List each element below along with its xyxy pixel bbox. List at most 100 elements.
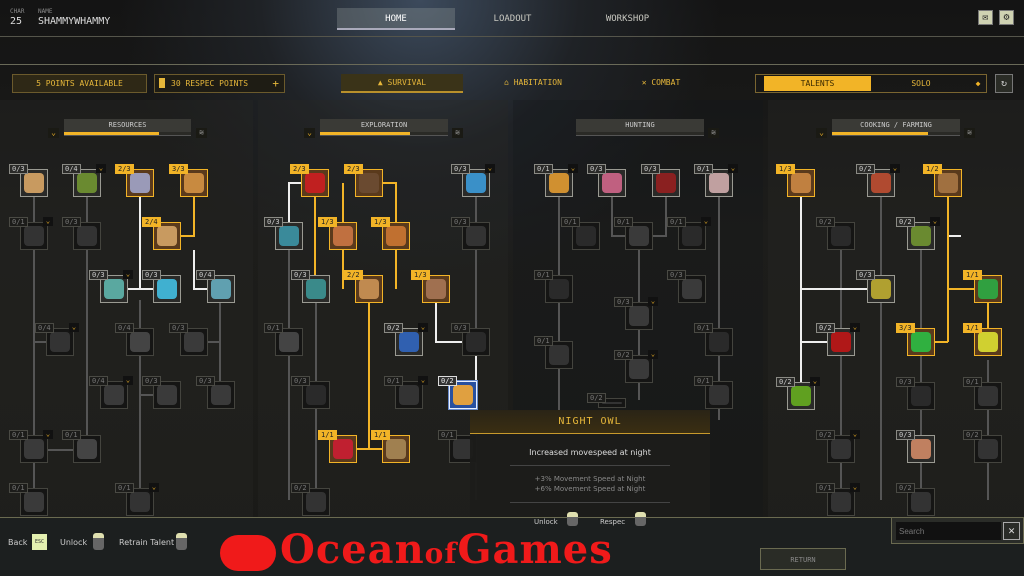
blood-icon — [831, 332, 851, 352]
talent-node[interactable]: 0/1⌄ — [667, 217, 711, 250]
talent-node[interactable]: 0/3 — [641, 164, 680, 197]
talent-node[interactable]: 0/4 — [115, 323, 154, 356]
talent-node[interactable]: 0/2⌄ — [856, 164, 900, 197]
talent-node[interactable]: 2/3 — [290, 164, 329, 197]
chevron-down-icon[interactable]: ⌄ — [304, 128, 315, 138]
search-input[interactable] — [896, 522, 1001, 540]
tab-home[interactable]: HOME — [337, 8, 455, 30]
talent-node[interactable]: 0/1 — [9, 483, 48, 516]
talent-rank: 0/1 — [384, 376, 403, 386]
talent-node[interactable]: 0/2⌄ — [776, 377, 820, 410]
talent-node[interactable]: 0/3 — [587, 164, 626, 197]
talent-node[interactable]: 0/1 — [62, 430, 101, 463]
talent-node[interactable]: 1/2 — [923, 164, 962, 197]
talent-node[interactable]: 0/1 — [534, 336, 573, 369]
talent-node[interactable]: 0/3 — [142, 376, 181, 409]
talent-node[interactable]: 2/4 — [142, 217, 181, 250]
watermark-text: Ocean — [280, 526, 425, 573]
talent-node[interactable]: 0/2⌄ — [816, 323, 860, 356]
talent-node[interactable]: 1/1 — [371, 430, 410, 463]
talent-node[interactable]: 0/3 — [9, 164, 48, 197]
talent-node[interactable]: 0/3 — [196, 376, 235, 409]
talent-node[interactable]: 0/3 — [291, 270, 330, 303]
tab-workshop[interactable]: WORKSHOP — [605, 14, 650, 24]
talent-node[interactable]: 0/3 — [896, 377, 935, 410]
talent-node[interactable]: 0/2 — [438, 376, 477, 409]
talent-node[interactable]: 1/3 — [411, 270, 450, 303]
talent-node[interactable]: 2/3 — [115, 164, 154, 197]
talent-node[interactable]: 0/2⌄ — [384, 323, 428, 356]
clear-search-button[interactable]: ✕ — [1003, 522, 1020, 540]
talent-node[interactable]: 1/1 — [963, 323, 1002, 356]
sticks-icon — [77, 226, 97, 246]
talent-node[interactable]: 0/3⌄ — [614, 297, 658, 330]
add-respec-button[interactable]: + — [272, 77, 279, 90]
talent-node[interactable]: 0/3 — [62, 217, 101, 250]
talent-rank: 1/3 — [371, 217, 390, 227]
talent-node[interactable]: 2/2 — [344, 270, 383, 303]
talent-node[interactable]: 0/3 — [169, 323, 208, 356]
refresh-icon[interactable]: ↻ — [995, 74, 1013, 93]
wave-icon — [399, 332, 419, 352]
talent-node[interactable]: 0/2 — [587, 393, 626, 408]
talent-node[interactable]: 0/2⌄ — [896, 217, 940, 250]
talent-node[interactable]: 0/1 — [264, 323, 303, 356]
talent-node[interactable]: 0/2⌄ — [614, 350, 658, 383]
respec-points[interactable]: 30 RESPEC POINTS + — [154, 74, 285, 93]
mail-icon[interactable]: ✉ — [978, 10, 993, 25]
talent-node[interactable]: 0/1⌄ — [9, 430, 53, 463]
talent-node[interactable]: 0/3 — [451, 217, 490, 250]
talent-node[interactable]: 0/3 — [264, 217, 303, 250]
talent-node[interactable]: 2/3 — [344, 164, 383, 197]
category-survival[interactable]: ▲ SURVIVAL — [341, 74, 463, 93]
talent-node[interactable]: 0/1 — [534, 270, 573, 303]
talent-node[interactable]: 3/3 — [896, 323, 935, 356]
talent-node[interactable]: 0/3⌄ — [451, 164, 495, 197]
chevron-down-icon[interactable]: ⌄ — [816, 128, 827, 138]
talent-node[interactable]: 1/1 — [963, 270, 1002, 303]
tab-loadout[interactable]: LOADOUT — [493, 14, 532, 24]
talent-node[interactable]: 1/3 — [776, 164, 815, 197]
talent-node[interactable]: 0/2 — [963, 430, 1002, 463]
talent-node[interactable]: 0/3 — [142, 270, 181, 303]
talent-node[interactable]: 0/3 — [291, 376, 330, 409]
talent-node[interactable]: 0/1⌄ — [384, 376, 428, 409]
talent-node[interactable]: 0/1 — [694, 323, 733, 356]
talent-node[interactable]: 0/3 — [856, 270, 895, 303]
talent-node[interactable]: 0/3⌄ — [89, 270, 133, 303]
talent-node[interactable]: 0/2 — [816, 217, 855, 250]
mode-talents[interactable]: TALENTS — [764, 76, 871, 91]
talent-node[interactable]: 1/1 — [318, 430, 357, 463]
return-button[interactable]: RETURN — [760, 548, 846, 570]
talent-node[interactable]: 0/2 — [291, 483, 330, 516]
talent-node[interactable]: 1/3 — [371, 217, 410, 250]
talent-node[interactable]: 3/3 — [169, 164, 208, 197]
talent-node[interactable]: 0/4 — [196, 270, 235, 303]
talent-node[interactable]: 0/4⌄ — [89, 376, 133, 409]
talent-node[interactable]: 0/1⌄ — [9, 217, 53, 250]
talent-node[interactable]: 0/1 — [614, 217, 653, 250]
talent-node[interactable]: 0/1 — [694, 376, 733, 409]
talent-node[interactable]: 0/3 — [451, 323, 490, 356]
talent-node[interactable]: 0/2⌄ — [816, 430, 860, 463]
chevron-down-icon[interactable]: ⌄ — [48, 128, 59, 138]
talent-node[interactable]: 0/1⌄ — [694, 164, 738, 197]
talent-node[interactable]: 0/1 — [561, 217, 600, 250]
talent-rank: 0/1 — [534, 336, 553, 346]
talent-node[interactable]: 0/1⌄ — [816, 483, 860, 516]
talent-node[interactable]: 0/1 — [963, 377, 1002, 410]
talent-node[interactable]: 0/3 — [667, 270, 706, 303]
char-label: CHAR — [10, 8, 25, 15]
talent-node[interactable]: 0/1⌄ — [534, 164, 578, 197]
gear-icon[interactable]: ⚙ — [999, 10, 1014, 25]
talent-node[interactable]: 0/2 — [896, 483, 935, 516]
talent-node[interactable]: 0/4⌄ — [62, 164, 106, 197]
category-habitation[interactable]: ⌂ HABITATION — [472, 74, 594, 93]
back-hint[interactable]: Back — [8, 538, 28, 547]
mode-solo[interactable]: SOLO — [911, 79, 931, 88]
talent-node[interactable]: 1/3 — [318, 217, 357, 250]
talent-node[interactable]: 0/4⌄ — [35, 323, 79, 356]
talent-node[interactable]: 0/3 — [896, 430, 935, 463]
category-combat[interactable]: ✕ COMBAT — [600, 74, 722, 93]
talent-node[interactable]: 0/1⌄ — [115, 483, 159, 516]
